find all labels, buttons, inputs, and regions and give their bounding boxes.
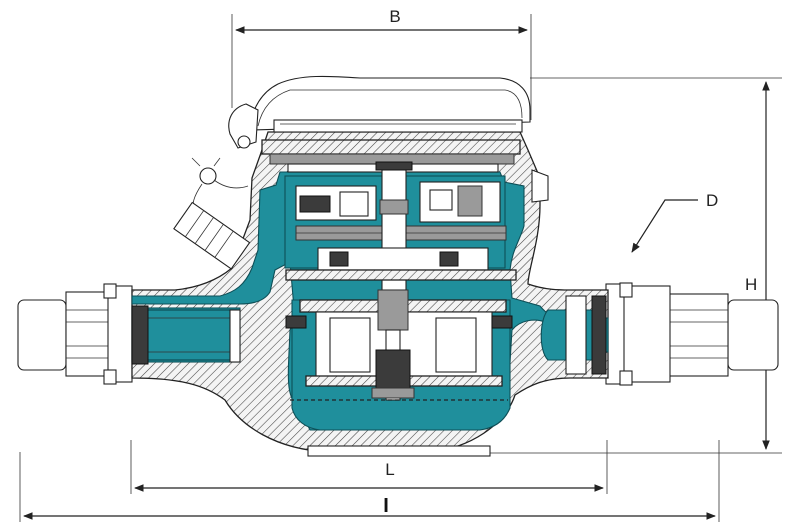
seal-wire: [191, 157, 249, 213]
register-mechanism: [261, 139, 521, 291]
side-port: [173, 201, 251, 270]
dimension-lines: [19, 14, 782, 522]
dimension-label-B: B: [389, 7, 400, 26]
right-connector: [605, 282, 779, 386]
meter-lid: [228, 75, 531, 149]
dimension-label-H: H: [745, 275, 757, 294]
inlet-strainer: [131, 305, 241, 365]
dimension-label-I: I: [383, 495, 389, 517]
left-connector: [17, 283, 133, 385]
outlet-nipple: [540, 295, 607, 375]
dimension-label-L: L: [385, 460, 394, 479]
dimension-label-D: D: [706, 191, 718, 210]
side-lug: [531, 169, 549, 203]
impeller-housing: [285, 289, 513, 401]
